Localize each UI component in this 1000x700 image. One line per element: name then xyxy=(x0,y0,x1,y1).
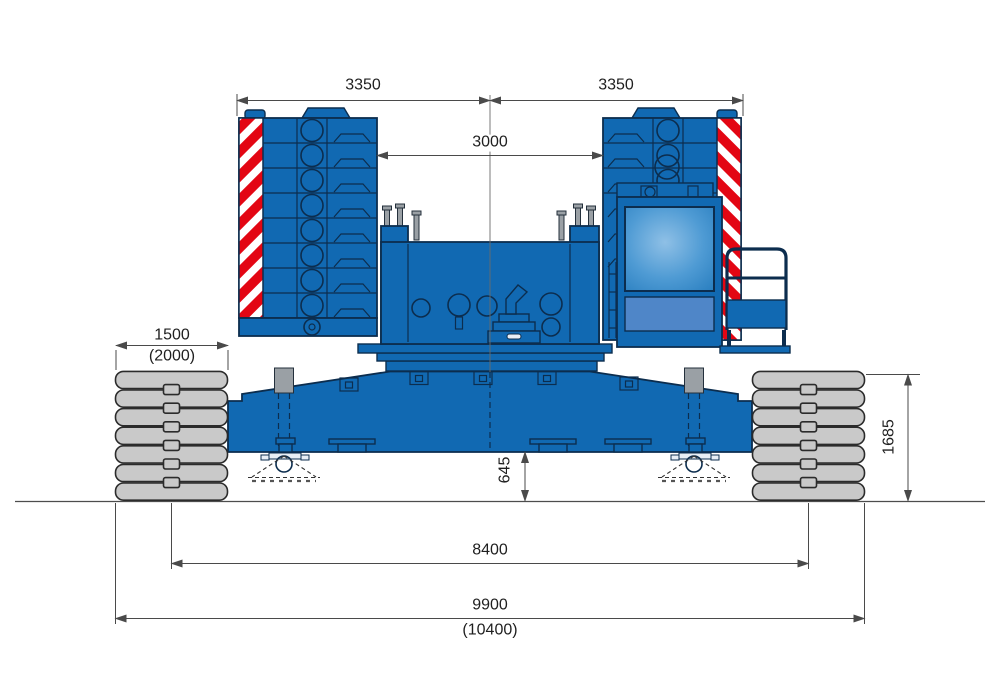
dim-label-645: 645 xyxy=(497,453,515,487)
dim-label-9900: 9900 xyxy=(469,597,511,615)
carbody-feet xyxy=(328,438,652,453)
jack-cylinder-left xyxy=(274,367,294,394)
counterweight-slab-lines-left xyxy=(263,118,377,318)
hazard-stripes-left xyxy=(238,117,264,319)
railing-kickplate xyxy=(726,299,787,329)
dim-label-3000: 3000 xyxy=(469,134,511,152)
jack-cylinder-right xyxy=(684,367,704,394)
dim-label-10400: (10400) xyxy=(459,622,521,640)
slab-hooks-left xyxy=(333,133,371,318)
operator-cab xyxy=(608,154,723,348)
cab-lower-panel xyxy=(624,296,715,332)
left-crawler-track xyxy=(114,370,229,502)
track-connectors-right xyxy=(799,383,818,489)
dimension-lines xyxy=(114,94,920,624)
right-crawler-track xyxy=(751,370,866,502)
jack-foot-left xyxy=(248,452,320,483)
slewing-pedestal xyxy=(357,343,613,372)
cab-window xyxy=(624,206,715,292)
dim-label-3350-right: 3350 xyxy=(595,77,637,95)
carbody-lugs xyxy=(339,370,639,392)
exhaust-pipe xyxy=(505,284,529,315)
dim-label-3350-left: 3350 xyxy=(342,77,384,95)
carbody xyxy=(227,367,753,483)
counterweight-holes-left xyxy=(300,118,324,318)
dim-label-1685: 1685 xyxy=(881,416,899,458)
track-connectors-left xyxy=(162,383,181,489)
dim-label-2000: (2000) xyxy=(145,348,199,366)
mounting-pins xyxy=(382,203,596,241)
cab-railing xyxy=(719,247,791,354)
jack-foot-right xyxy=(658,452,730,483)
left-counterweight-stack xyxy=(238,107,378,337)
dim-label-1500: 1500 xyxy=(151,327,193,345)
cab-ladder xyxy=(608,262,617,338)
dim-label-8400: 8400 xyxy=(469,542,511,560)
